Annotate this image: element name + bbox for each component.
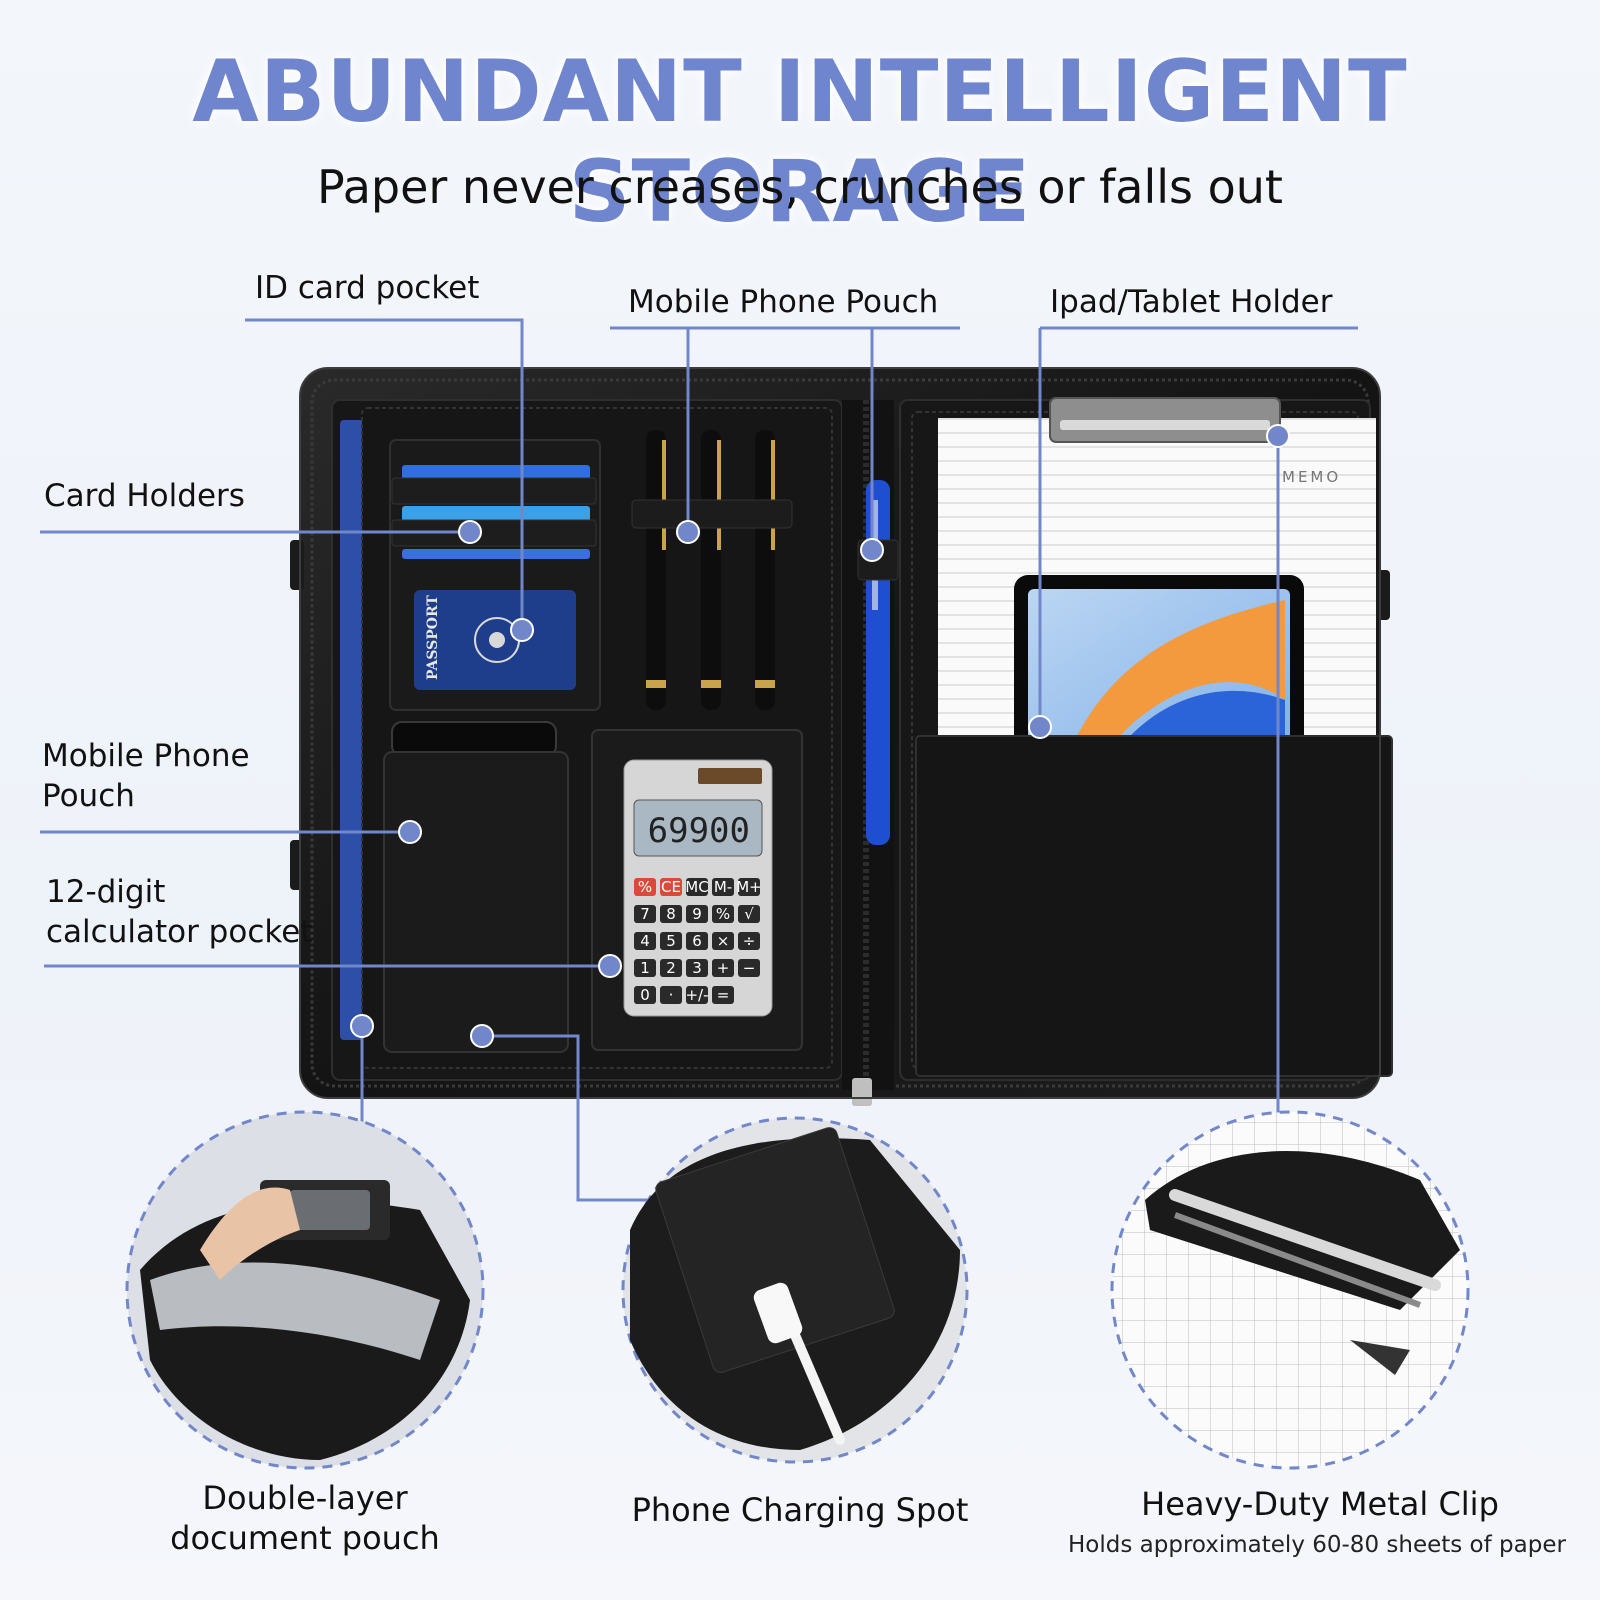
svg-text:+/-: +/-	[685, 986, 708, 1004]
svg-text:3: 3	[692, 959, 702, 977]
label-card-holders: Card Holders	[44, 478, 245, 514]
calculator-key: CE	[660, 878, 682, 896]
calculator-key: %	[634, 878, 656, 896]
headline: ABUNDANT INTELLIGENT STORAGE	[192, 42, 1408, 242]
svg-text:8: 8	[666, 905, 676, 923]
label-calculator-1: 12-digit	[46, 874, 166, 910]
pens	[631, 430, 793, 710]
calculator-key: 3	[686, 959, 708, 977]
calculator-key: +/-	[685, 986, 709, 1004]
calculator-key: =	[712, 986, 734, 1004]
callout-lines	[40, 318, 1358, 1202]
calculator-key: ÷	[738, 932, 760, 950]
calculator-key: 5	[660, 932, 682, 950]
detail-charging-spot	[621, 1116, 969, 1464]
svg-text:1: 1	[640, 959, 650, 977]
label-id-card-pocket: ID card pocket	[255, 270, 480, 306]
caption-metal-clip: Heavy-Duty Metal Clip	[1141, 1485, 1499, 1523]
calculator-key: 6	[686, 932, 708, 950]
calculator-key: MC	[685, 878, 709, 896]
passport-label: PASSPORT	[425, 595, 441, 680]
label-tablet-holder: Ipad/Tablet Holder	[1050, 284, 1333, 320]
svg-text:CE: CE	[661, 878, 681, 896]
label-mobile-phone-pouch-left-1: Mobile Phone	[42, 738, 250, 774]
subheadline: Paper never creases, crunches or falls o…	[317, 160, 1283, 214]
calculator-key: 1	[634, 959, 656, 977]
svg-text:0: 0	[640, 986, 650, 1004]
svg-text:%: %	[716, 905, 730, 923]
svg-text:2: 2	[666, 959, 676, 977]
calculator-key: 9	[686, 905, 708, 923]
calculator-key: 2	[660, 959, 682, 977]
calculator-key: 4	[634, 932, 656, 950]
calculator-key: 8	[660, 905, 682, 923]
caption-document-pouch-line2: document pouch	[170, 1519, 440, 1557]
memo-label: MEMO	[1282, 468, 1341, 486]
svg-text:7: 7	[640, 905, 650, 923]
caption-document-pouch-line1: Double-layer	[202, 1479, 408, 1517]
svg-text:×: ×	[717, 932, 730, 950]
detail-document-pouch	[125, 1110, 485, 1470]
svg-text:4: 4	[640, 932, 650, 950]
callout-dots	[350, 424, 1290, 1048]
caption-charging-spot: Phone Charging Spot	[631, 1491, 969, 1529]
svg-text:−: −	[743, 959, 756, 977]
svg-text:%: %	[638, 878, 652, 896]
svg-text:M-: M-	[714, 878, 732, 896]
svg-text:6: 6	[692, 932, 702, 950]
calculator-key: ·	[660, 986, 682, 1004]
calculator-key: 0	[634, 986, 656, 1004]
label-mobile-phone-pouch-left-2: Pouch	[42, 778, 135, 814]
calculator-display: 69900	[648, 811, 750, 851]
calculator-key: M+	[736, 878, 762, 896]
detail-metal-clip	[1110, 1110, 1470, 1470]
svg-text:÷: ÷	[743, 932, 756, 950]
svg-text:9: 9	[692, 905, 702, 923]
calculator-key: 7	[634, 905, 656, 923]
phone-pouch	[383, 721, 569, 1053]
svg-text:=: =	[717, 986, 730, 1004]
calculator-key: +	[712, 959, 734, 977]
svg-text:M+: M+	[736, 878, 762, 896]
calculator-key: %	[712, 905, 734, 923]
svg-text:√: √	[744, 905, 754, 923]
calculator-key: M-	[712, 878, 734, 896]
svg-text:+: +	[717, 959, 730, 977]
calculator-key: −	[738, 959, 760, 977]
calculator-key: √	[738, 905, 760, 923]
calculator-key: ×	[712, 932, 734, 950]
passport: PASSPORT	[414, 590, 576, 690]
svg-text:5: 5	[666, 932, 676, 950]
label-calculator-2: calculator pocket	[46, 914, 313, 950]
svg-text:·: ·	[669, 986, 674, 1004]
metal-clip	[1049, 397, 1281, 443]
svg-text:MC: MC	[685, 878, 708, 896]
caption-metal-clip-note: Holds approximately 60-80 sheets of pape…	[1068, 1532, 1566, 1558]
caption-document-pouch: Double-layer document pouch	[120, 1478, 490, 1558]
label-mobile-phone-pouch-top: Mobile Phone Pouch	[628, 284, 939, 320]
